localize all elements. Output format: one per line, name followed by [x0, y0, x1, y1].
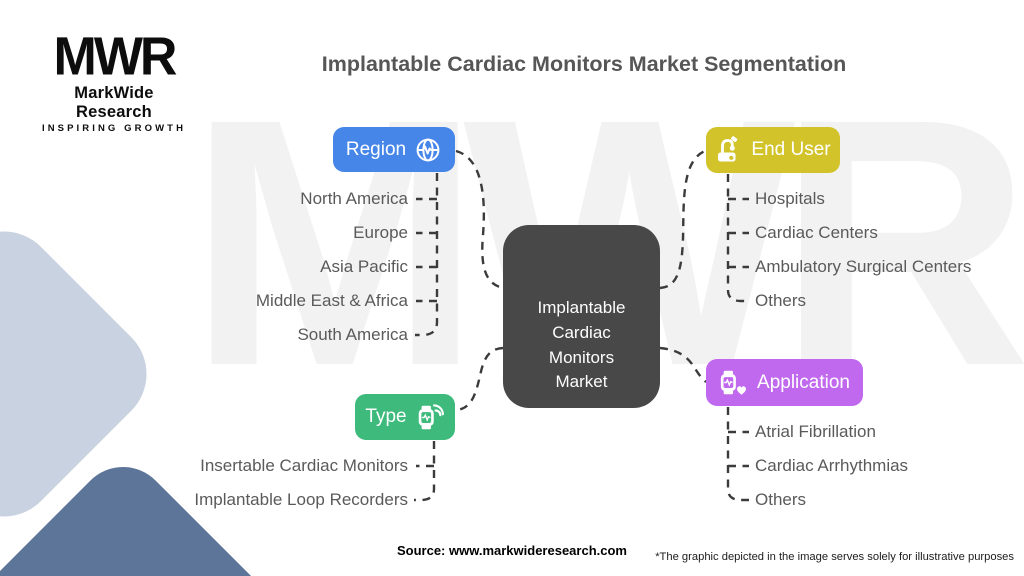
central-market-node: Implantable Cardiac Monitors Market: [503, 225, 660, 408]
end-user-item: Ambulatory Surgical Centers: [755, 257, 972, 276]
end-user-item: Hospitals: [755, 189, 825, 208]
end-user-item: Others: [755, 291, 807, 310]
application-item: Atrial Fibrillation: [755, 422, 876, 441]
region-item: North America: [300, 189, 408, 208]
branch-label-type: Type: [365, 406, 407, 427]
branch-node-end-user: End User: [706, 127, 840, 173]
application-item: Others: [755, 490, 807, 509]
smartwatch-heart-icon: [719, 369, 749, 396]
branch-node-application: Application: [706, 359, 863, 406]
logo-name: MarkWide Research: [74, 83, 154, 121]
type-item: Insertable Cardiac Monitors: [200, 456, 408, 475]
branch-label-end-user: End User: [751, 139, 831, 160]
application-item: Cardiac Arrhythmias: [755, 456, 909, 475]
region-item: Middle East & Africa: [255, 291, 408, 310]
markwide-logo: MWR MarkWide Research INSPIRING GROWTH: [38, 26, 190, 134]
branch-node-type: Type: [355, 394, 455, 440]
page-title: Implantable Cardiac Monitors Market Segm…: [321, 52, 847, 76]
region-item: South America: [297, 325, 408, 344]
branch-node-region: Region: [333, 127, 455, 172]
globe-pulse-icon: [414, 136, 442, 164]
end-user-item: Cardiac Centers: [755, 223, 878, 242]
type-item: Implantable Loop Recorders: [194, 490, 408, 509]
region-item: Europe: [353, 223, 408, 242]
branch-label-application: Application: [757, 371, 850, 393]
disclaimer-text: *The graphic depicted in the image serve…: [655, 551, 1014, 563]
region-item: Asia Pacific: [320, 257, 408, 276]
holter-monitor-icon: [715, 136, 743, 164]
logo-tagline: INSPIRING GROWTH: [41, 122, 187, 134]
branch-label-region: Region: [345, 138, 407, 160]
source-text: Source: www.markwideresearch.com: [396, 543, 627, 558]
smartwatch-signal-icon: [415, 403, 445, 431]
logo-acronym: MWR: [53, 26, 178, 88]
central-market-label: Implantable Cardiac Monitors Market: [537, 298, 626, 392]
